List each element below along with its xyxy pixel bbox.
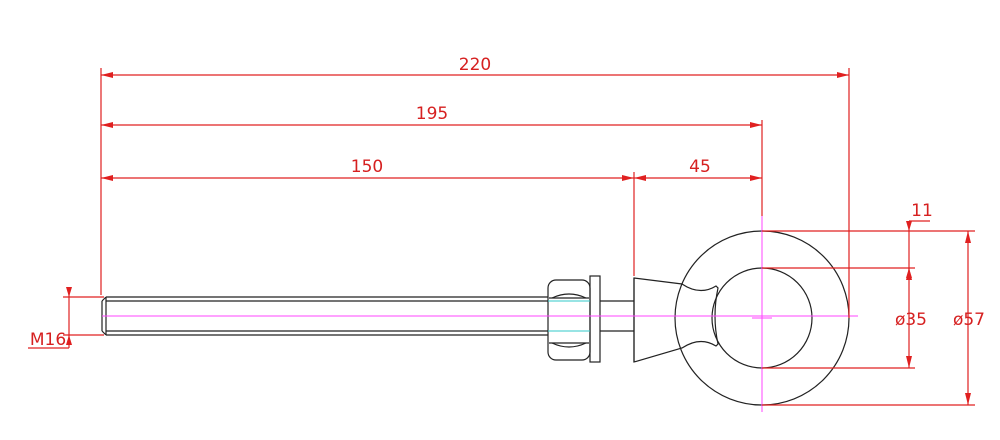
dim-thread-size: M16 — [28, 287, 104, 350]
dim-ring-thickness: 11 — [906, 201, 933, 278]
threaded-shank — [101, 296, 548, 336]
centerlines — [102, 216, 858, 412]
dim-outer-diameter: ø57 — [953, 231, 985, 405]
dim-150-label: 150 — [351, 157, 383, 177]
dim-thread-length: 150 — [101, 157, 634, 181]
dim-35-label: ø35 — [895, 310, 927, 330]
dim-m16-label: M16 — [30, 330, 66, 350]
dim-neck-length: 45 — [634, 157, 762, 181]
dimensions: 220 195 150 45 — [28, 55, 985, 406]
washer — [589, 275, 601, 363]
dim-11-label: 11 — [911, 201, 933, 221]
dim-45-label: 45 — [689, 157, 711, 177]
neck-collar — [633, 277, 719, 363]
hidden-thread-lines — [548, 300, 590, 332]
dim-eye-center-length: 195 — [101, 104, 762, 128]
dim-195-label: 195 — [416, 104, 448, 124]
hex-nut — [547, 279, 591, 361]
dim-inner-diameter: ø35 — [895, 268, 927, 368]
eye-bolt — [101, 230, 850, 406]
dim-overall-length: 220 — [101, 55, 849, 78]
dim-220-label: 220 — [459, 55, 491, 75]
dim-57-label: ø57 — [953, 310, 985, 330]
